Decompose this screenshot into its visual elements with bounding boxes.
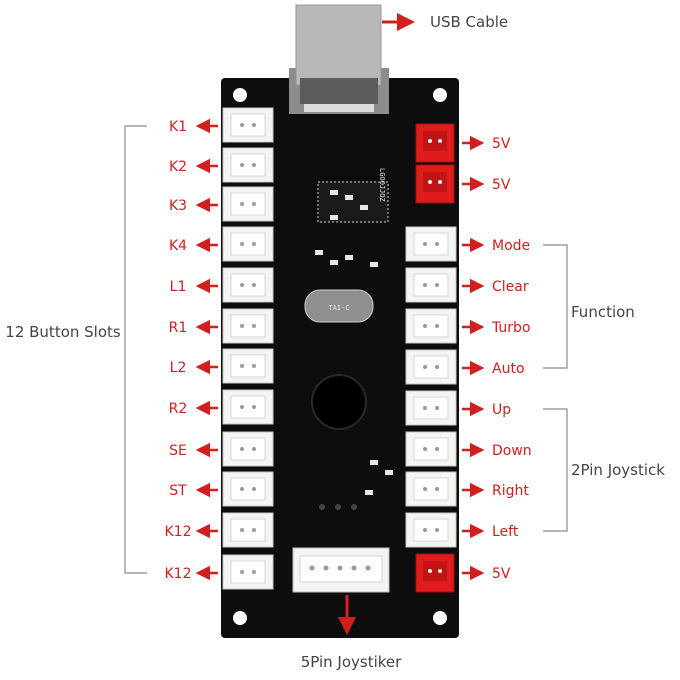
slot-label: K12 [165, 566, 192, 582]
slot-label: L2 [170, 360, 187, 376]
slot-label: 5V [492, 566, 511, 582]
usb-label: USB Cable [430, 13, 508, 31]
slot-label: Mode [492, 238, 530, 254]
right-slot: 5V [415, 123, 511, 163]
function-group-label: Function [571, 303, 635, 321]
right-slot: Clear [405, 267, 529, 303]
left-slot: K4 [169, 226, 274, 262]
usb-connector [289, 4, 389, 114]
slot-label: Auto [492, 361, 525, 377]
right-slot: Up [405, 390, 511, 426]
slot-label: L1 [170, 279, 187, 295]
5pin-connector [292, 547, 390, 593]
slot-label: K2 [169, 159, 187, 175]
crystal-marking: TAI-C [328, 304, 349, 312]
mount-hole [233, 611, 247, 625]
slot-label: 5V [492, 177, 511, 193]
slot-label: K12 [165, 524, 192, 540]
right-slot: Mode [405, 226, 530, 262]
chip-area: TAI-C LGOOJJOZ [304, 168, 393, 510]
left-slot: L1 [170, 267, 274, 303]
slot-label: K1 [169, 119, 187, 135]
left-slot: R1 [169, 308, 274, 344]
function-bracket [543, 244, 568, 369]
slot-label: Left [492, 524, 519, 540]
right-slot: Left [405, 512, 519, 548]
right-slot: Turbo [405, 308, 531, 344]
slot-label: Up [492, 402, 511, 418]
chip-marking: LGOOJJOZ [378, 168, 386, 202]
left-slot: K2 [169, 147, 274, 183]
left-slot: L2 [170, 348, 274, 384]
right-slot: Auto [405, 349, 525, 385]
joystick-bracket [543, 408, 568, 532]
left-slot: K1 [169, 107, 274, 143]
slot-label: Turbo [491, 320, 531, 336]
slot-label: Clear [492, 279, 529, 295]
right-slot: Down [405, 431, 532, 467]
slot-label: ST [169, 483, 187, 499]
left-slot: R2 [169, 389, 274, 425]
left-slot: K12 [165, 512, 274, 548]
left-slot: ST [169, 471, 274, 507]
left-group-label: 12 Button Slots [5, 323, 121, 341]
button-pad [311, 374, 367, 430]
right-slot: Right [405, 471, 529, 507]
mount-hole [233, 88, 247, 102]
slot-label: Right [492, 483, 529, 499]
left-slot: K3 [169, 186, 274, 222]
left-slot: K12 [165, 554, 274, 590]
joystick-group-label: 2Pin Joystick [571, 461, 665, 479]
slot-label: Down [492, 443, 532, 459]
right-slot: 5V [415, 553, 511, 593]
right-slot: 5V [415, 164, 511, 204]
slot-label: 5V [492, 136, 511, 152]
mount-hole [433, 611, 447, 625]
left-slot: SE [169, 431, 274, 467]
slot-label: R1 [169, 320, 188, 336]
slot-label: SE [169, 443, 187, 459]
slot-label: K4 [169, 238, 187, 254]
smd-components [315, 190, 393, 495]
slot-label: R2 [169, 401, 188, 417]
pcb-board [221, 78, 459, 638]
left-bracket [124, 125, 147, 574]
bottom-label: 5Pin Joystiker [301, 653, 402, 671]
slot-label: K3 [169, 198, 187, 214]
mount-hole [433, 88, 447, 102]
